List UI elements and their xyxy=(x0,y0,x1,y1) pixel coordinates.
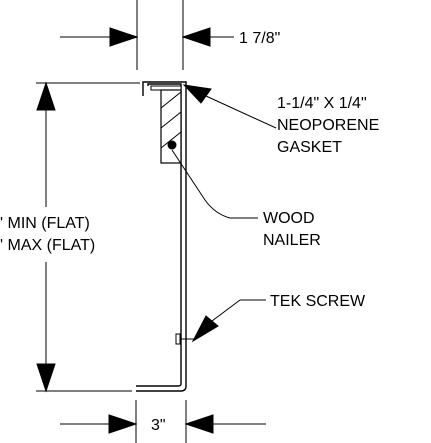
nailer-callout: WOOD NAILER xyxy=(171,149,321,249)
height-max-label: ' MAX (FLAT) xyxy=(0,237,95,254)
nailer-fastener xyxy=(167,140,177,150)
top-arrowhead-left xyxy=(109,27,139,47)
tek-screw-label: TEK SCREW xyxy=(270,293,366,310)
nailer-label-line2: NAILER xyxy=(263,232,321,249)
top-width-dimension: 1 7/8" xyxy=(60,0,280,70)
height-arrowhead-top xyxy=(36,81,56,111)
bottom-width-dimension: 3" xyxy=(60,400,266,443)
bottom-width-label: 3" xyxy=(151,417,166,434)
flashing-bottom-bend-inner xyxy=(136,380,182,387)
nailer-grain-3 xyxy=(160,131,182,149)
tek-screw xyxy=(175,333,196,345)
flashing-cap xyxy=(142,81,187,96)
gasket-label-line1: 1-1/4" X 1/4" xyxy=(277,95,367,112)
gasket-leader-arrowhead xyxy=(182,84,212,104)
nailer-grain-1 xyxy=(160,91,182,109)
wood-nailer xyxy=(160,89,182,164)
gasket-label-line2: NEOPORENE xyxy=(277,117,379,134)
bottom-arrowhead-right xyxy=(184,414,214,434)
tek-screw-leader-diagonal xyxy=(211,299,241,322)
gasket-leader-line xyxy=(205,95,277,129)
top-width-label: 1 7/8" xyxy=(239,30,280,47)
height-dimension: ' MIN (FLAT) ' MAX (FLAT) xyxy=(0,81,140,393)
nailer-grain-2 xyxy=(160,111,182,129)
flashing-bottom-bend xyxy=(136,380,187,392)
gasket-label-line3: GASKET xyxy=(277,139,342,156)
nailer-leader-line xyxy=(171,149,258,219)
bottom-arrowhead-left xyxy=(108,414,138,434)
height-arrowhead-bottom xyxy=(36,363,56,393)
top-arrowhead-right xyxy=(181,27,211,47)
height-min-label: ' MIN (FLAT) xyxy=(0,215,90,232)
tek-screw-callout: TEK SCREW xyxy=(191,293,366,343)
gasket-callout: 1-1/4" X 1/4" NEOPORENE GASKET xyxy=(182,84,379,156)
nailer-block xyxy=(160,89,182,164)
nailer-label-line1: WOOD xyxy=(263,210,315,227)
tek-screw-head xyxy=(175,333,181,345)
